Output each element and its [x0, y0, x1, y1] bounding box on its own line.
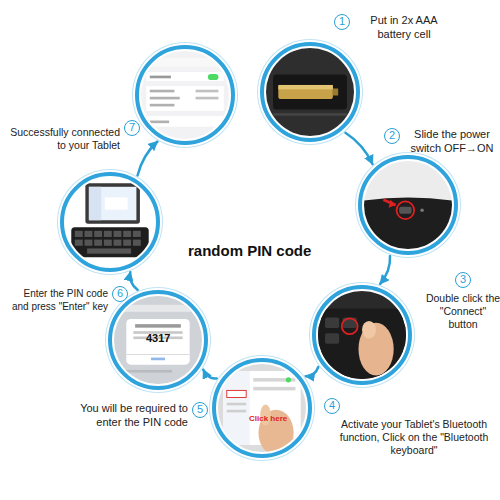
- step-number: 6: [112, 286, 128, 302]
- step-illustration: [218, 364, 306, 452]
- step-number: 2: [384, 128, 400, 144]
- step-photo: [66, 178, 154, 266]
- step-illustration: [318, 291, 406, 379]
- step-photo: [218, 364, 306, 452]
- pin-code: 4317: [146, 332, 170, 344]
- step-text: Enter the PIN code and press "Enter" key: [6, 288, 108, 313]
- flow-arrow: [138, 142, 158, 176]
- step-photo: [364, 161, 452, 249]
- step-illustration: [266, 48, 354, 136]
- callout-text: Click here: [249, 414, 287, 423]
- step-photo: [141, 51, 229, 139]
- flow-arrow: [203, 370, 217, 379]
- step-text: Put in 2x AAA battery cell: [354, 14, 454, 42]
- step-number: 7: [124, 120, 140, 136]
- step-illustration: [66, 178, 154, 266]
- step-text: Double click the "Connect" button: [424, 292, 500, 331]
- step-number: 4: [324, 398, 340, 414]
- step-illustration: [141, 51, 229, 139]
- step-circle: 1Put in 2x AAA battery cell: [260, 42, 360, 142]
- center-caption: random PIN code: [188, 242, 311, 259]
- step-text: Activate your Tablet's Bluetooth functio…: [326, 418, 500, 457]
- step-number: 3: [455, 272, 471, 288]
- step-text: You will be required to enter the PIN co…: [62, 402, 188, 430]
- flow-arrow: [380, 256, 390, 284]
- step-illustration: [364, 161, 452, 249]
- step-number: 5: [192, 402, 208, 418]
- step-number: 1: [334, 14, 350, 30]
- step-circle: 7Successfully connected to your Tablet: [135, 45, 235, 145]
- step-circle: 2Slide the power switch OFF→ON: [358, 155, 458, 255]
- step-text: Slide the power switch OFF→ON: [402, 128, 500, 156]
- flow-arrow: [306, 367, 319, 376]
- flow-arrow: [130, 272, 138, 290]
- step-circle: 3Double click the "Connect" button: [312, 285, 412, 385]
- step-photo: [266, 48, 354, 136]
- step-text: Successfully connected to your Tablet: [6, 126, 120, 152]
- step-circle: 4Activate your Tablet's Bluetooth functi…: [212, 358, 312, 458]
- step-circle: 6Enter the PIN code and press "Enter" ke…: [60, 172, 160, 272]
- step-photo: [318, 291, 406, 379]
- flow-arrow: [345, 133, 372, 164]
